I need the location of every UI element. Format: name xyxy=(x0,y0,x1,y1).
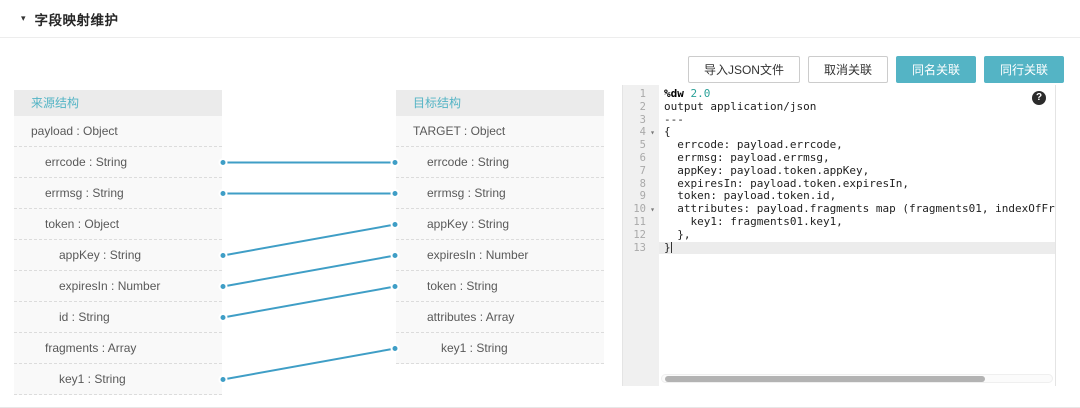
target-field-row[interactable]: key1 : String xyxy=(396,333,604,364)
field-label: token : Object xyxy=(45,217,120,231)
mapping-line xyxy=(222,254,396,288)
code-line[interactable]: output application/json xyxy=(664,99,817,113)
fold-spacer xyxy=(646,101,659,114)
target-rows: TARGET : Object errcode : String errmsg : … xyxy=(396,116,604,364)
scrollbar-thumb[interactable] xyxy=(665,376,985,382)
line-number: 6 xyxy=(623,152,659,165)
field-label: attributes : Array xyxy=(427,310,515,324)
fold-spacer xyxy=(646,88,659,101)
target-field-row[interactable]: expiresIn : Number xyxy=(396,240,604,271)
code-line[interactable]: key1: fragments01.key1, xyxy=(664,214,843,228)
line-number: 5 xyxy=(623,139,659,152)
line-number: 10▾ xyxy=(623,203,659,216)
field-label: TARGET : Object xyxy=(413,124,506,138)
source-field-row[interactable]: key1 : String xyxy=(14,364,222,395)
fold-spacer xyxy=(646,178,659,191)
section-header[interactable]: ▾ 字段映射维护 xyxy=(0,0,1080,38)
code-line[interactable]: errmsg: payload.errmsg, xyxy=(664,150,830,164)
field-label: expiresIn : Number xyxy=(59,279,161,293)
cancel-association-button[interactable]: 取消关联 xyxy=(807,56,888,83)
mapping-line xyxy=(222,347,396,381)
fold-spacer xyxy=(646,152,659,165)
line-number: 7 xyxy=(623,165,659,178)
same-name-association-button[interactable]: 同名关联 xyxy=(895,56,976,83)
source-rows: payload : Object errcode : String errmsg :… xyxy=(14,116,222,395)
text-cursor xyxy=(670,241,672,253)
target-panel-title: 目标结构 xyxy=(396,90,604,116)
mapping-line xyxy=(222,285,396,319)
line-number: 4▾ xyxy=(623,126,659,139)
source-field-row[interactable]: fragments : Array xyxy=(14,333,222,364)
code-line[interactable]: appKey: payload.token.appKey, xyxy=(664,163,870,177)
line-number: 13 xyxy=(623,242,659,255)
code-line[interactable]: --- xyxy=(664,112,684,126)
fold-spacer xyxy=(646,190,659,203)
collapse-triangle-icon[interactable]: ▾ xyxy=(21,13,26,23)
import-json-button[interactable]: 导入JSON文件 xyxy=(687,56,800,83)
help-icon[interactable]: ? xyxy=(1032,91,1046,105)
target-field-row[interactable]: errcode : String xyxy=(396,147,604,178)
code-line[interactable]: expiresIn: payload.token.expiresIn, xyxy=(664,176,910,190)
fold-spacer xyxy=(646,139,659,152)
fold-arrow-icon[interactable]: ▾ xyxy=(650,128,655,138)
source-field-row[interactable]: errmsg : String xyxy=(14,178,222,209)
target-field-row[interactable]: appKey : String xyxy=(396,209,604,240)
fold-spacer xyxy=(646,229,659,242)
source-panel-title: 来源结构 xyxy=(14,90,222,116)
fold-spacer xyxy=(646,242,659,255)
code-line[interactable]: token: payload.token.id, xyxy=(664,189,837,203)
field-label: errmsg : String xyxy=(45,186,124,200)
source-field-row[interactable]: expiresIn : Number xyxy=(14,271,222,302)
field-label: key1 : String xyxy=(441,341,508,355)
source-field-row[interactable]: token : Object xyxy=(14,209,222,240)
fold-arrow-icon[interactable]: ▾ xyxy=(650,205,655,215)
fold-spacer xyxy=(646,114,659,127)
field-label: payload : Object xyxy=(31,124,118,138)
source-structure-panel: 来源结构 payload : Object errcode : String err… xyxy=(14,90,222,395)
line-number: 11 xyxy=(623,216,659,229)
source-field-row[interactable]: payload : Object xyxy=(14,116,222,147)
field-label: id : String xyxy=(59,310,110,324)
target-field-row[interactable]: errmsg : String xyxy=(396,178,604,209)
field-label: appKey : String xyxy=(59,248,142,262)
code-line[interactable]: { xyxy=(664,125,671,139)
section-title: 字段映射维护 xyxy=(34,12,119,28)
code-line[interactable]: %dw 2.0 xyxy=(664,87,711,100)
mapping-line xyxy=(222,223,396,257)
field-label: errcode : String xyxy=(45,155,128,169)
source-field-row[interactable]: id : String xyxy=(14,302,222,333)
target-structure-panel: 目标结构 TARGET : Object errcode : String errm… xyxy=(396,90,604,364)
fold-spacer xyxy=(646,165,659,178)
line-number: 2 xyxy=(623,101,659,114)
target-field-row[interactable]: token : String xyxy=(396,271,604,302)
line-number: 3 xyxy=(623,114,659,127)
target-field-row[interactable]: attributes : Array xyxy=(396,302,604,333)
field-label: errcode : String xyxy=(427,155,510,169)
line-number: 8 xyxy=(623,178,659,191)
source-field-row[interactable]: appKey : String xyxy=(14,240,222,271)
fold-spacer xyxy=(646,216,659,229)
field-label: key1 : String xyxy=(59,372,126,386)
line-number: 9 xyxy=(623,190,659,203)
source-field-row[interactable]: errcode : String xyxy=(14,147,222,178)
field-label: token : String xyxy=(427,279,498,293)
code-line[interactable]: errcode: payload.errcode, xyxy=(664,138,843,152)
line-number: 12 xyxy=(623,229,659,242)
same-row-association-button[interactable]: 同行关联 xyxy=(983,56,1064,83)
code-line[interactable]: } xyxy=(659,241,1055,255)
field-label: expiresIn : Number xyxy=(427,248,529,262)
code-line[interactable]: }, xyxy=(664,227,691,241)
line-number: 1 xyxy=(623,88,659,101)
toolbar: 导入JSON文件取消关联同名关联同行关联 xyxy=(687,56,1064,83)
target-field-row[interactable]: TARGET : Object xyxy=(396,116,604,147)
code-line[interactable]: attributes: payload.fragments map (fragm… xyxy=(664,202,1055,216)
field-label: fragments : Array xyxy=(45,341,137,355)
field-label: errmsg : String xyxy=(427,186,506,200)
horizontal-scrollbar[interactable] xyxy=(661,374,1053,383)
field-label: appKey : String xyxy=(427,217,510,231)
